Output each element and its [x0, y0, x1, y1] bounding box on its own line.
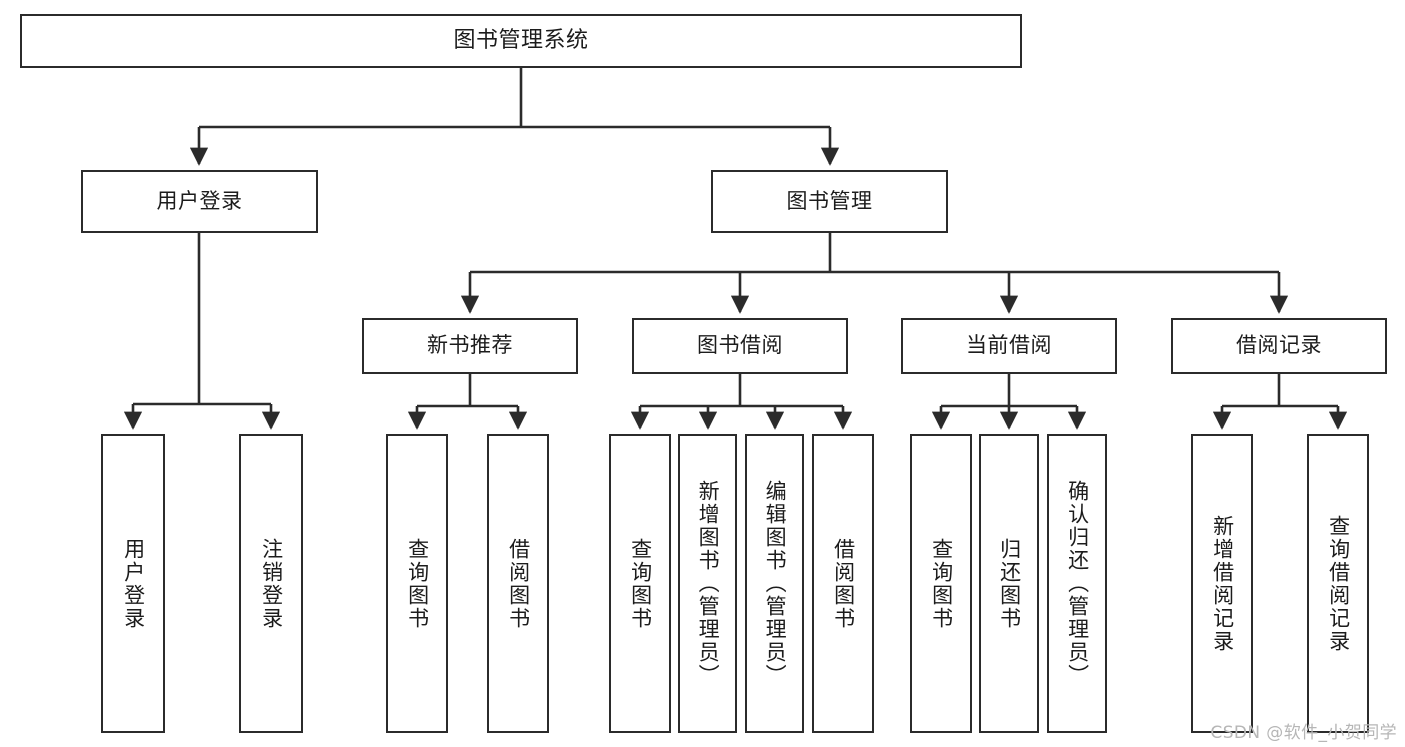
node-leaf-edit-book-label: 编辑图书（管理员） — [763, 480, 788, 687]
node-leaf-logout-login[interactable]: 注销登录 — [239, 434, 303, 733]
node-book-manage-label: 图书管理 — [786, 188, 873, 213]
node-leaf-query-book-2-label: 查询图书 — [628, 537, 653, 630]
node-leaf-query-book-3[interactable]: 查询图书 — [910, 434, 972, 733]
node-leaf-query-book-3-label: 查询图书 — [929, 537, 954, 630]
node-root-label: 图书管理系统 — [453, 27, 589, 53]
node-leaf-borrow-book-1-label: 借阅图书 — [506, 537, 531, 630]
node-leaf-add-book-label: 新增图书（管理员） — [696, 480, 721, 687]
node-leaf-add-record-label: 新增借阅记录 — [1210, 514, 1235, 653]
node-current-borrow[interactable]: 当前借阅 — [901, 318, 1117, 374]
node-leaf-borrow-book-2[interactable]: 借阅图书 — [812, 434, 874, 733]
node-leaf-return-book-label: 归还图书 — [997, 537, 1022, 630]
node-leaf-edit-book[interactable]: 编辑图书（管理员） — [745, 434, 804, 733]
node-book-borrow-label: 图书借阅 — [697, 333, 783, 358]
node-leaf-logout-login-label: 注销登录 — [259, 537, 284, 630]
csdn-watermark: CSDN @软件_小贺同学 — [1210, 723, 1397, 743]
node-leaf-borrow-book-2-label: 借阅图书 — [831, 537, 856, 630]
node-leaf-add-record[interactable]: 新增借阅记录 — [1191, 434, 1253, 733]
node-leaf-user-login-label: 用户登录 — [121, 537, 146, 630]
node-borrow-record[interactable]: 借阅记录 — [1171, 318, 1387, 374]
node-user-login[interactable]: 用户登录 — [81, 170, 318, 233]
node-new-book-recommend-label: 新书推荐 — [427, 333, 513, 358]
node-leaf-return-book[interactable]: 归还图书 — [979, 434, 1039, 733]
node-leaf-user-login[interactable]: 用户登录 — [101, 434, 165, 733]
node-leaf-add-book[interactable]: 新增图书（管理员） — [678, 434, 737, 733]
node-leaf-query-book-2[interactable]: 查询图书 — [609, 434, 671, 733]
node-root[interactable]: 图书管理系统 — [20, 14, 1022, 68]
node-book-borrow[interactable]: 图书借阅 — [632, 318, 848, 374]
node-leaf-confirm-return-label: 确认归还（管理员） — [1065, 480, 1090, 687]
node-user-login-label: 用户登录 — [156, 188, 243, 213]
node-leaf-query-book-1-label: 查询图书 — [405, 537, 430, 630]
node-borrow-record-label: 借阅记录 — [1236, 333, 1322, 358]
node-leaf-query-record-label: 查询借阅记录 — [1326, 514, 1351, 653]
node-book-manage[interactable]: 图书管理 — [711, 170, 948, 233]
node-leaf-query-book-1[interactable]: 查询图书 — [386, 434, 448, 733]
node-leaf-borrow-book-1[interactable]: 借阅图书 — [487, 434, 549, 733]
node-leaf-query-record[interactable]: 查询借阅记录 — [1307, 434, 1369, 733]
node-new-book-recommend[interactable]: 新书推荐 — [362, 318, 578, 374]
node-leaf-confirm-return[interactable]: 确认归还（管理员） — [1047, 434, 1107, 733]
node-current-borrow-label: 当前借阅 — [966, 333, 1052, 358]
